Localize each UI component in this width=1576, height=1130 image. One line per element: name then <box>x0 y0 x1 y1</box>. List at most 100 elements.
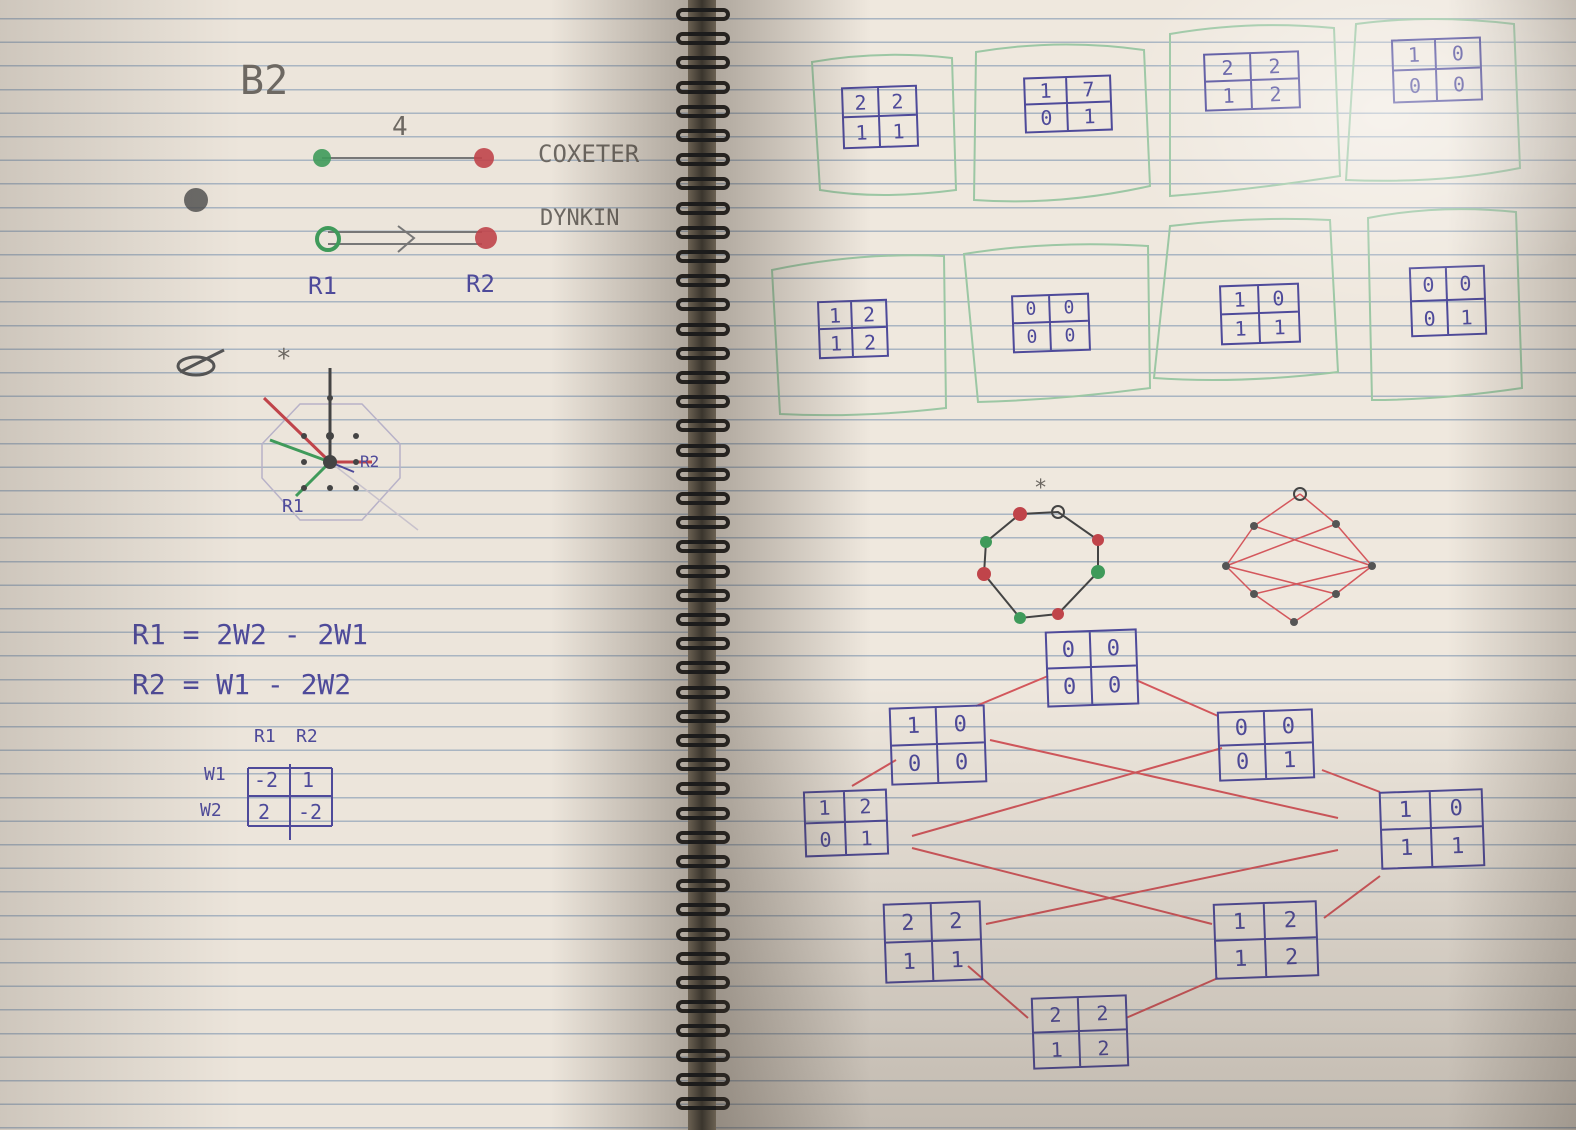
spiral-coil <box>676 153 730 167</box>
spiral-coil <box>676 467 730 481</box>
grid-cell: 2 <box>884 904 933 944</box>
root-label-r2: R2 <box>360 452 380 471</box>
grid-cell: 1 <box>1214 904 1266 942</box>
spiral-coil <box>676 322 730 336</box>
spiral-coil <box>676 976 730 989</box>
spiral-coil <box>676 225 730 239</box>
grid-cell: 0 <box>1013 296 1051 325</box>
right-notebook-page <box>716 0 1576 1130</box>
left-notebook-page <box>0 0 688 1130</box>
title-b2: B2 <box>240 58 289 104</box>
spiral-coil <box>676 56 730 70</box>
orbit-star-mark: * <box>1034 476 1048 501</box>
edge-label: 4 <box>392 112 408 142</box>
grid-cell: 0 <box>1046 632 1092 670</box>
spiral-coil <box>676 782 730 796</box>
grid-cell: 1 <box>1450 833 1465 860</box>
grid-cell: 1 <box>890 708 938 747</box>
grid-cell: 1 <box>886 942 935 982</box>
spiral-coil <box>676 250 730 263</box>
spiral-coil <box>676 1097 730 1110</box>
grid-cell: 0 <box>1412 301 1450 336</box>
grid-cell: 2 <box>844 790 886 823</box>
spiral-coil <box>676 516 730 530</box>
grid-cell: 1 <box>1216 940 1268 978</box>
grid-cell: 0 <box>1107 672 1122 698</box>
grid-cell: 1 <box>1380 792 1432 831</box>
grid-cell: 0 <box>1218 712 1266 747</box>
grid-cell: 0 <box>1064 325 1076 347</box>
grid-cell: 0 <box>1220 745 1268 780</box>
grid-cell: 0 <box>1026 104 1069 132</box>
spiral-coil <box>676 129 730 142</box>
spiral-coil <box>676 564 730 578</box>
matrix-col-header-r2: R2 <box>296 726 318 747</box>
spiral-coil <box>676 274 730 288</box>
matrix-cell: -2 <box>254 768 279 792</box>
grid-cell: 0 <box>1430 790 1482 829</box>
grid-cell: 1 <box>892 118 905 144</box>
spiral-coil <box>676 1048 730 1062</box>
grid-cell: 0 <box>1259 284 1298 314</box>
spiral-coil <box>676 201 730 215</box>
equation-r2: R2 = W1 - 2W2 <box>132 668 352 701</box>
grid-cell: 0 <box>806 823 848 856</box>
grid-cell: 2 <box>878 86 916 117</box>
grid-cell: 1 <box>950 947 965 973</box>
grid-cell: 1 <box>1034 1032 1082 1068</box>
spiral-coil <box>676 709 730 723</box>
grid-cell: 0 <box>936 706 984 745</box>
spiral-coil <box>676 758 730 772</box>
node-label-r2: R2 <box>466 270 495 298</box>
spiral-coil <box>676 734 730 747</box>
spiral-coil <box>676 637 730 651</box>
grid-cell: 1 <box>804 792 846 825</box>
spiral-coil <box>676 80 730 94</box>
spiral-coil <box>676 1024 730 1038</box>
grid-cell: 0 <box>1394 70 1439 102</box>
grid-cell: 0 <box>1435 38 1480 70</box>
spiral-coil <box>676 32 730 46</box>
matrix-row-header-w2: W2 <box>200 800 222 821</box>
grid-cell: 0 <box>1048 668 1094 706</box>
grid-cell: 0 <box>1264 710 1312 745</box>
spiral-coil <box>676 951 730 965</box>
grid-cell: 0 <box>1050 294 1088 323</box>
grid-cell: 2 <box>931 902 980 942</box>
grid-cell: 1 <box>1273 315 1286 340</box>
spiral-coil <box>676 8 730 21</box>
matrix-col-header-r1: R1 <box>254 726 276 747</box>
spiral-coil <box>676 685 730 699</box>
grid-cell: 7 <box>1067 76 1110 104</box>
matrix-row-header-w1: W1 <box>204 764 226 785</box>
grid-cell: 2 <box>852 300 886 329</box>
spiral-coil <box>676 346 730 360</box>
spiral-coil <box>676 903 730 917</box>
spiral-coil <box>676 855 730 868</box>
spiral-coil <box>676 395 730 409</box>
grid-cell: 1 <box>1206 81 1253 110</box>
grid-cell: 2 <box>1032 998 1080 1034</box>
grid-cell: 1 <box>860 825 873 850</box>
grid-cell: 2 <box>1205 54 1252 83</box>
grid-cell: 1 <box>1382 829 1434 868</box>
grid-cell: 1 <box>1221 286 1260 316</box>
grid-cell: 0 <box>1446 266 1484 301</box>
spiral-coil <box>676 298 730 312</box>
star-mark: * <box>276 344 292 374</box>
spiral-coil <box>676 830 730 844</box>
grid-cell: 1 <box>1282 747 1297 774</box>
spiral-coil <box>676 879 730 893</box>
grid-cell: 1 <box>819 302 853 331</box>
spiral-coil <box>676 588 730 602</box>
